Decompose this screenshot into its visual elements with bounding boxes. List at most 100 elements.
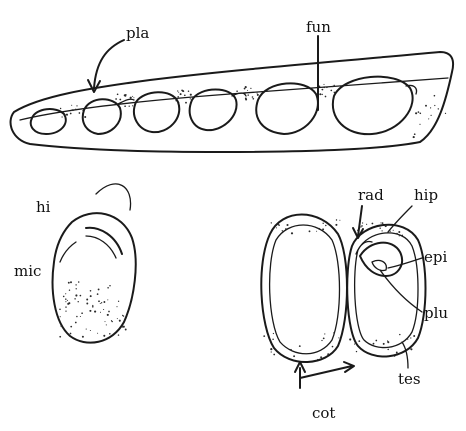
stipple-dot [132,96,133,97]
stipple-dot [185,102,187,104]
stipple-dot [414,133,416,135]
label-tes: tes [398,370,421,388]
stipple-dot [428,118,429,119]
hilum [86,228,122,254]
stipple-dot [98,288,100,290]
stipple-dot [252,96,254,98]
stipple-dot [90,330,91,331]
stipple-dot [339,220,340,221]
stipple-dot [415,112,417,114]
stipple-dot [406,229,407,230]
plumule [372,260,386,270]
stipple-dot [178,92,179,93]
stipple-dot [387,349,389,351]
stipple-dot [66,114,68,116]
stipple-dot [271,222,272,223]
stipple-dot [434,105,435,106]
stipple-dot [371,223,373,225]
stipple-dot [396,233,398,235]
stipple-dot [319,93,321,95]
stipple-dot [382,230,383,231]
stipple-dot [321,340,322,341]
stipple-dot [323,84,324,85]
pod-outline [11,52,454,152]
pointer-hip [388,206,412,232]
stipple-dot [107,314,109,316]
stipple-dot [236,90,238,92]
stipple-dot [252,98,254,100]
label-cot: cot [312,404,335,422]
stipple-dot [71,110,72,111]
stipple-dot [402,235,403,236]
pod-seed [333,77,417,134]
stipple-dot [70,333,72,335]
stipple-dot [410,348,412,350]
stipple-dot [286,224,288,226]
stipple-dot [106,324,107,325]
stipple-dot [92,305,93,306]
stipple-dot [86,329,87,330]
stipple-dot [250,88,251,89]
stipple-dot [291,232,293,234]
stipple-dot [69,290,70,291]
stipple-dot [115,98,117,100]
stipple-dot [78,301,79,302]
stipple-dot [61,116,62,117]
stipple-dot [379,227,380,228]
stipple-dot [299,345,301,347]
stipple-dot [385,225,387,227]
stipple-dot [324,333,325,334]
stipple-dot [399,235,400,236]
label-epi: epi [424,248,447,266]
stipple-dot [316,231,317,232]
stipple-dot [177,96,179,98]
stipple-dot [70,326,72,328]
stipple-dot [317,359,318,360]
stipple-dot [320,356,322,358]
stipple-dot [272,339,274,341]
pod-seed [83,99,134,134]
stipple-dot [293,355,295,357]
stipple-dot [180,93,182,95]
label-hi: hi [36,198,51,216]
stipple-dot [65,293,66,294]
stipple-dot [60,316,61,317]
stipple-dot [97,293,99,295]
stipple-dot [184,94,186,96]
arrow-pla [94,40,124,88]
pod-seed [256,83,318,134]
stipple-dot [282,230,283,231]
legume-pod [11,52,454,152]
stipple-dot [394,356,395,357]
stipple-dot [130,97,132,99]
stipple-dot [399,352,401,354]
stipple-dot [407,339,408,340]
stipple-dot [108,311,110,313]
stipple-dot [104,321,105,322]
stipple-dot [100,303,101,304]
stipple-dot [129,106,130,107]
label-mic: mic [14,262,41,280]
stipple-dot [98,300,100,302]
stipple-dot [79,112,81,114]
stipple-dot [117,93,119,95]
stipple-dot [63,296,65,298]
stipple-dot [119,99,121,101]
stipple-dot [257,93,258,94]
stipple-dot [325,225,326,226]
hilum-inner [86,236,116,258]
stipple-dot [76,316,78,318]
stipple-dot [70,281,72,283]
arrow-cot [300,366,352,388]
label-rad: rad [358,186,384,204]
stipple-dot [75,284,76,285]
stipple-dot [358,340,360,342]
stipple-dot [244,88,246,90]
stipple-dot [118,301,119,302]
stipple-dot [322,228,324,230]
stipple-dot [122,315,123,316]
stipple-dot [59,336,61,338]
stipple-dot [75,322,77,324]
stipple-dot [270,348,272,350]
stipple-dot [332,86,333,87]
